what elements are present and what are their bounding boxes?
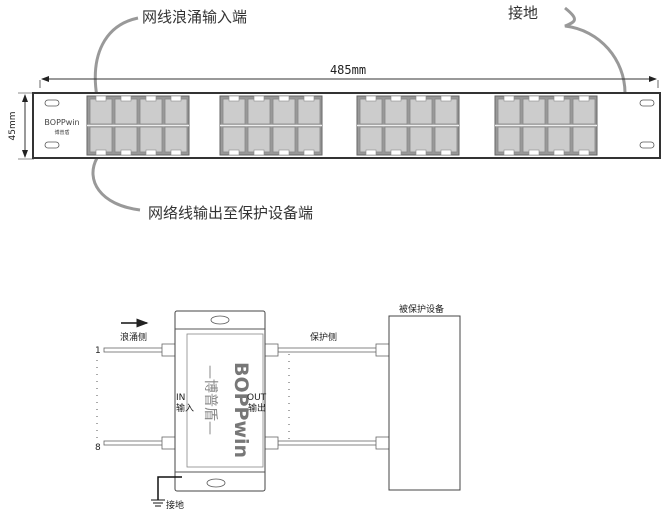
- port-block: [494, 95, 598, 156]
- rj45-port[interactable]: [272, 126, 296, 156]
- rj45-port[interactable]: [547, 126, 571, 156]
- rj45-port[interactable]: [547, 95, 571, 125]
- out-cn-label: 输出: [248, 402, 266, 414]
- rj45-port[interactable]: [572, 126, 596, 156]
- rj45-port[interactable]: [409, 126, 433, 156]
- mount-hole: [44, 141, 60, 149]
- rj45-port[interactable]: [497, 95, 521, 125]
- panel-logo-sub: 博普盾: [54, 129, 69, 136]
- rj45-port[interactable]: [384, 126, 408, 156]
- surge-side-label: 浪涌侧: [120, 331, 147, 343]
- rj45-port[interactable]: [222, 126, 246, 156]
- line-first-label: 1: [95, 346, 101, 356]
- output-callout-curve: [91, 157, 141, 212]
- ground-callout-curve: [564, 6, 627, 94]
- port-block: [219, 95, 323, 156]
- input-callout-curve: [93, 16, 139, 98]
- ground-label: 接地: [508, 4, 538, 22]
- rj45-port[interactable]: [114, 95, 138, 125]
- rj45-port[interactable]: [297, 126, 321, 156]
- mount-hole: [44, 99, 60, 107]
- protector-box: BOPPwin —博普盾—: [174, 310, 266, 492]
- out-label: OUT: [247, 393, 267, 403]
- ground-icon: [151, 499, 165, 507]
- protected-device-label: 被保护设备: [399, 303, 444, 315]
- rj45-port[interactable]: [522, 126, 546, 156]
- rj45-port[interactable]: [272, 95, 296, 125]
- rj45-port[interactable]: [89, 95, 113, 125]
- rj45-port[interactable]: [222, 95, 246, 125]
- input-end-label: 网线浪涌输入端: [142, 8, 247, 26]
- rj45-port[interactable]: [139, 95, 163, 125]
- line-last-label: 8: [95, 443, 101, 453]
- panel-logo: BOPPwin: [44, 118, 79, 127]
- rj45-port[interactable]: [522, 95, 546, 125]
- rj45-port[interactable]: [434, 126, 458, 156]
- rj45-port[interactable]: [89, 126, 113, 156]
- rj45-port[interactable]: [164, 95, 188, 125]
- in-cn-label: 输入: [176, 402, 194, 414]
- rj45-port[interactable]: [572, 95, 596, 125]
- wires: [103, 343, 390, 450]
- port-block: [356, 95, 460, 156]
- protect-side-label: 保护侧: [310, 331, 337, 343]
- rj45-port[interactable]: [114, 126, 138, 156]
- rj45-port[interactable]: [434, 95, 458, 125]
- rj45-port[interactable]: [247, 126, 271, 156]
- rj45-port[interactable]: [164, 126, 188, 156]
- mount-hole: [639, 99, 655, 107]
- rj45-port[interactable]: [359, 95, 383, 125]
- height-dimension-label: 45mm: [8, 112, 18, 141]
- rj45-port[interactable]: [247, 95, 271, 125]
- rj45-port[interactable]: [409, 95, 433, 125]
- rj45-port[interactable]: [139, 126, 163, 156]
- ground-wire: [157, 476, 182, 500]
- rj45-port[interactable]: [359, 126, 383, 156]
- rj45-port[interactable]: [297, 95, 321, 125]
- ground-text: 接地: [166, 499, 184, 511]
- protected-device-box: [388, 315, 461, 491]
- box-logo: BOPPwin: [230, 362, 252, 458]
- output-end-label: 网络线输出至保护设备端: [148, 204, 313, 222]
- rj45-port[interactable]: [497, 126, 521, 156]
- width-dimension-label: 485mm: [330, 63, 366, 77]
- port-block: [86, 95, 190, 156]
- mount-hole: [639, 141, 655, 149]
- rj45-port[interactable]: [384, 95, 408, 125]
- in-label: IN: [176, 393, 185, 403]
- box-logo-sub: —博普盾—: [202, 365, 219, 435]
